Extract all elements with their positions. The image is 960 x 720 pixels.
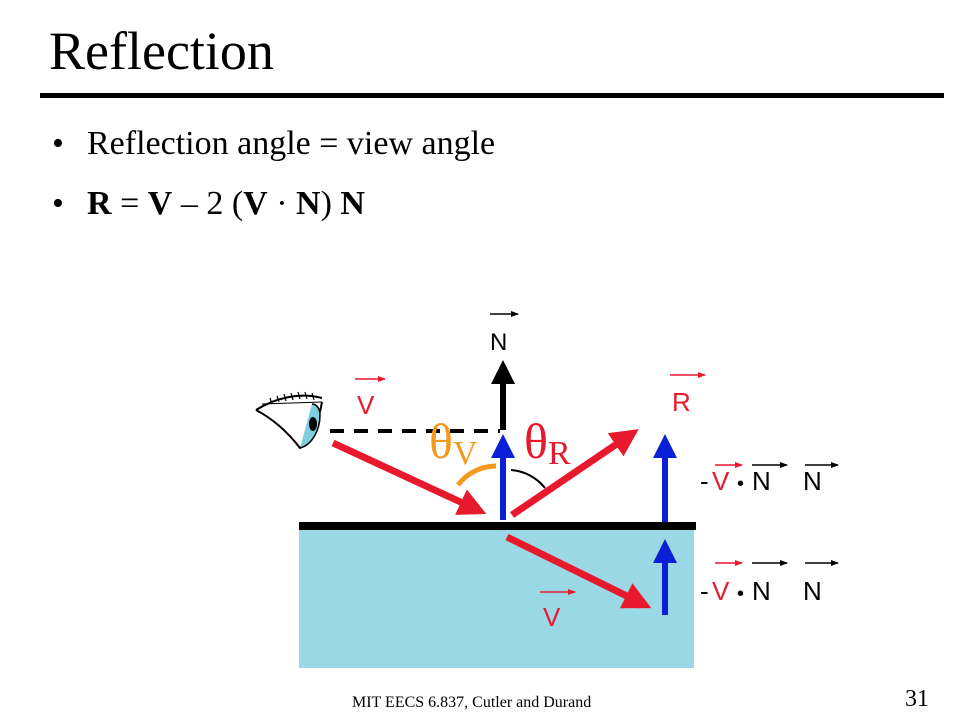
dot-product-row-upper: - V • N N — [700, 462, 839, 496]
footer-text: MIT EECS 6.837, Cutler and Durand — [352, 694, 592, 711]
bullet-list: • Reflection angle = view angle • R = V … — [52, 118, 495, 238]
theta-r-label: θR — [524, 413, 571, 472]
title-underline — [40, 93, 944, 98]
formula-part: ) — [320, 185, 341, 222]
svg-text:N: N — [752, 576, 771, 606]
svg-text:N: N — [803, 466, 822, 496]
bullet-dot: • — [52, 125, 64, 162]
svg-text:•: • — [737, 583, 744, 605]
formula-part: = — [111, 185, 148, 222]
bullet-text: Reflection angle = view angle — [87, 125, 496, 162]
r-label: R — [672, 387, 691, 417]
svg-text:V: V — [712, 466, 730, 496]
continued-view-vector — [505, 533, 652, 609]
bullet-dot: • — [52, 185, 64, 222]
dot-product-row-lower: - V • N N — [700, 560, 839, 606]
mirror-surface — [299, 522, 696, 530]
svg-text:V: V — [712, 576, 730, 606]
n-label: N — [490, 329, 507, 356]
v-label: V — [357, 390, 375, 420]
svg-text:N: N — [752, 466, 771, 496]
reflected-vector — [510, 429, 639, 518]
v-below-label: V — [543, 602, 561, 632]
theta-v-label: θV — [429, 413, 478, 472]
theta-v-arc — [456, 463, 497, 487]
formula-n: N — [340, 185, 365, 222]
formula-n: N — [296, 185, 321, 222]
svg-text:-: - — [700, 576, 709, 606]
theta-r-arc — [510, 469, 546, 489]
formula-part: – 2 ( — [172, 185, 244, 222]
bullet-item: • R = V – 2 (V · N) N — [52, 178, 495, 238]
svg-text:•: • — [737, 473, 744, 495]
page-number: 31 — [905, 686, 929, 712]
slide-title: Reflection — [49, 21, 274, 81]
formula-v: V — [243, 185, 268, 222]
bullet-item: • Reflection angle = view angle — [52, 118, 495, 178]
svg-text:N: N — [803, 576, 822, 606]
formula-part: · — [267, 185, 297, 222]
formula-r: R — [87, 185, 112, 222]
svg-text:-: - — [700, 466, 709, 496]
view-vector — [331, 439, 487, 515]
formula-v: V — [147, 185, 173, 222]
eye-icon — [255, 391, 323, 450]
